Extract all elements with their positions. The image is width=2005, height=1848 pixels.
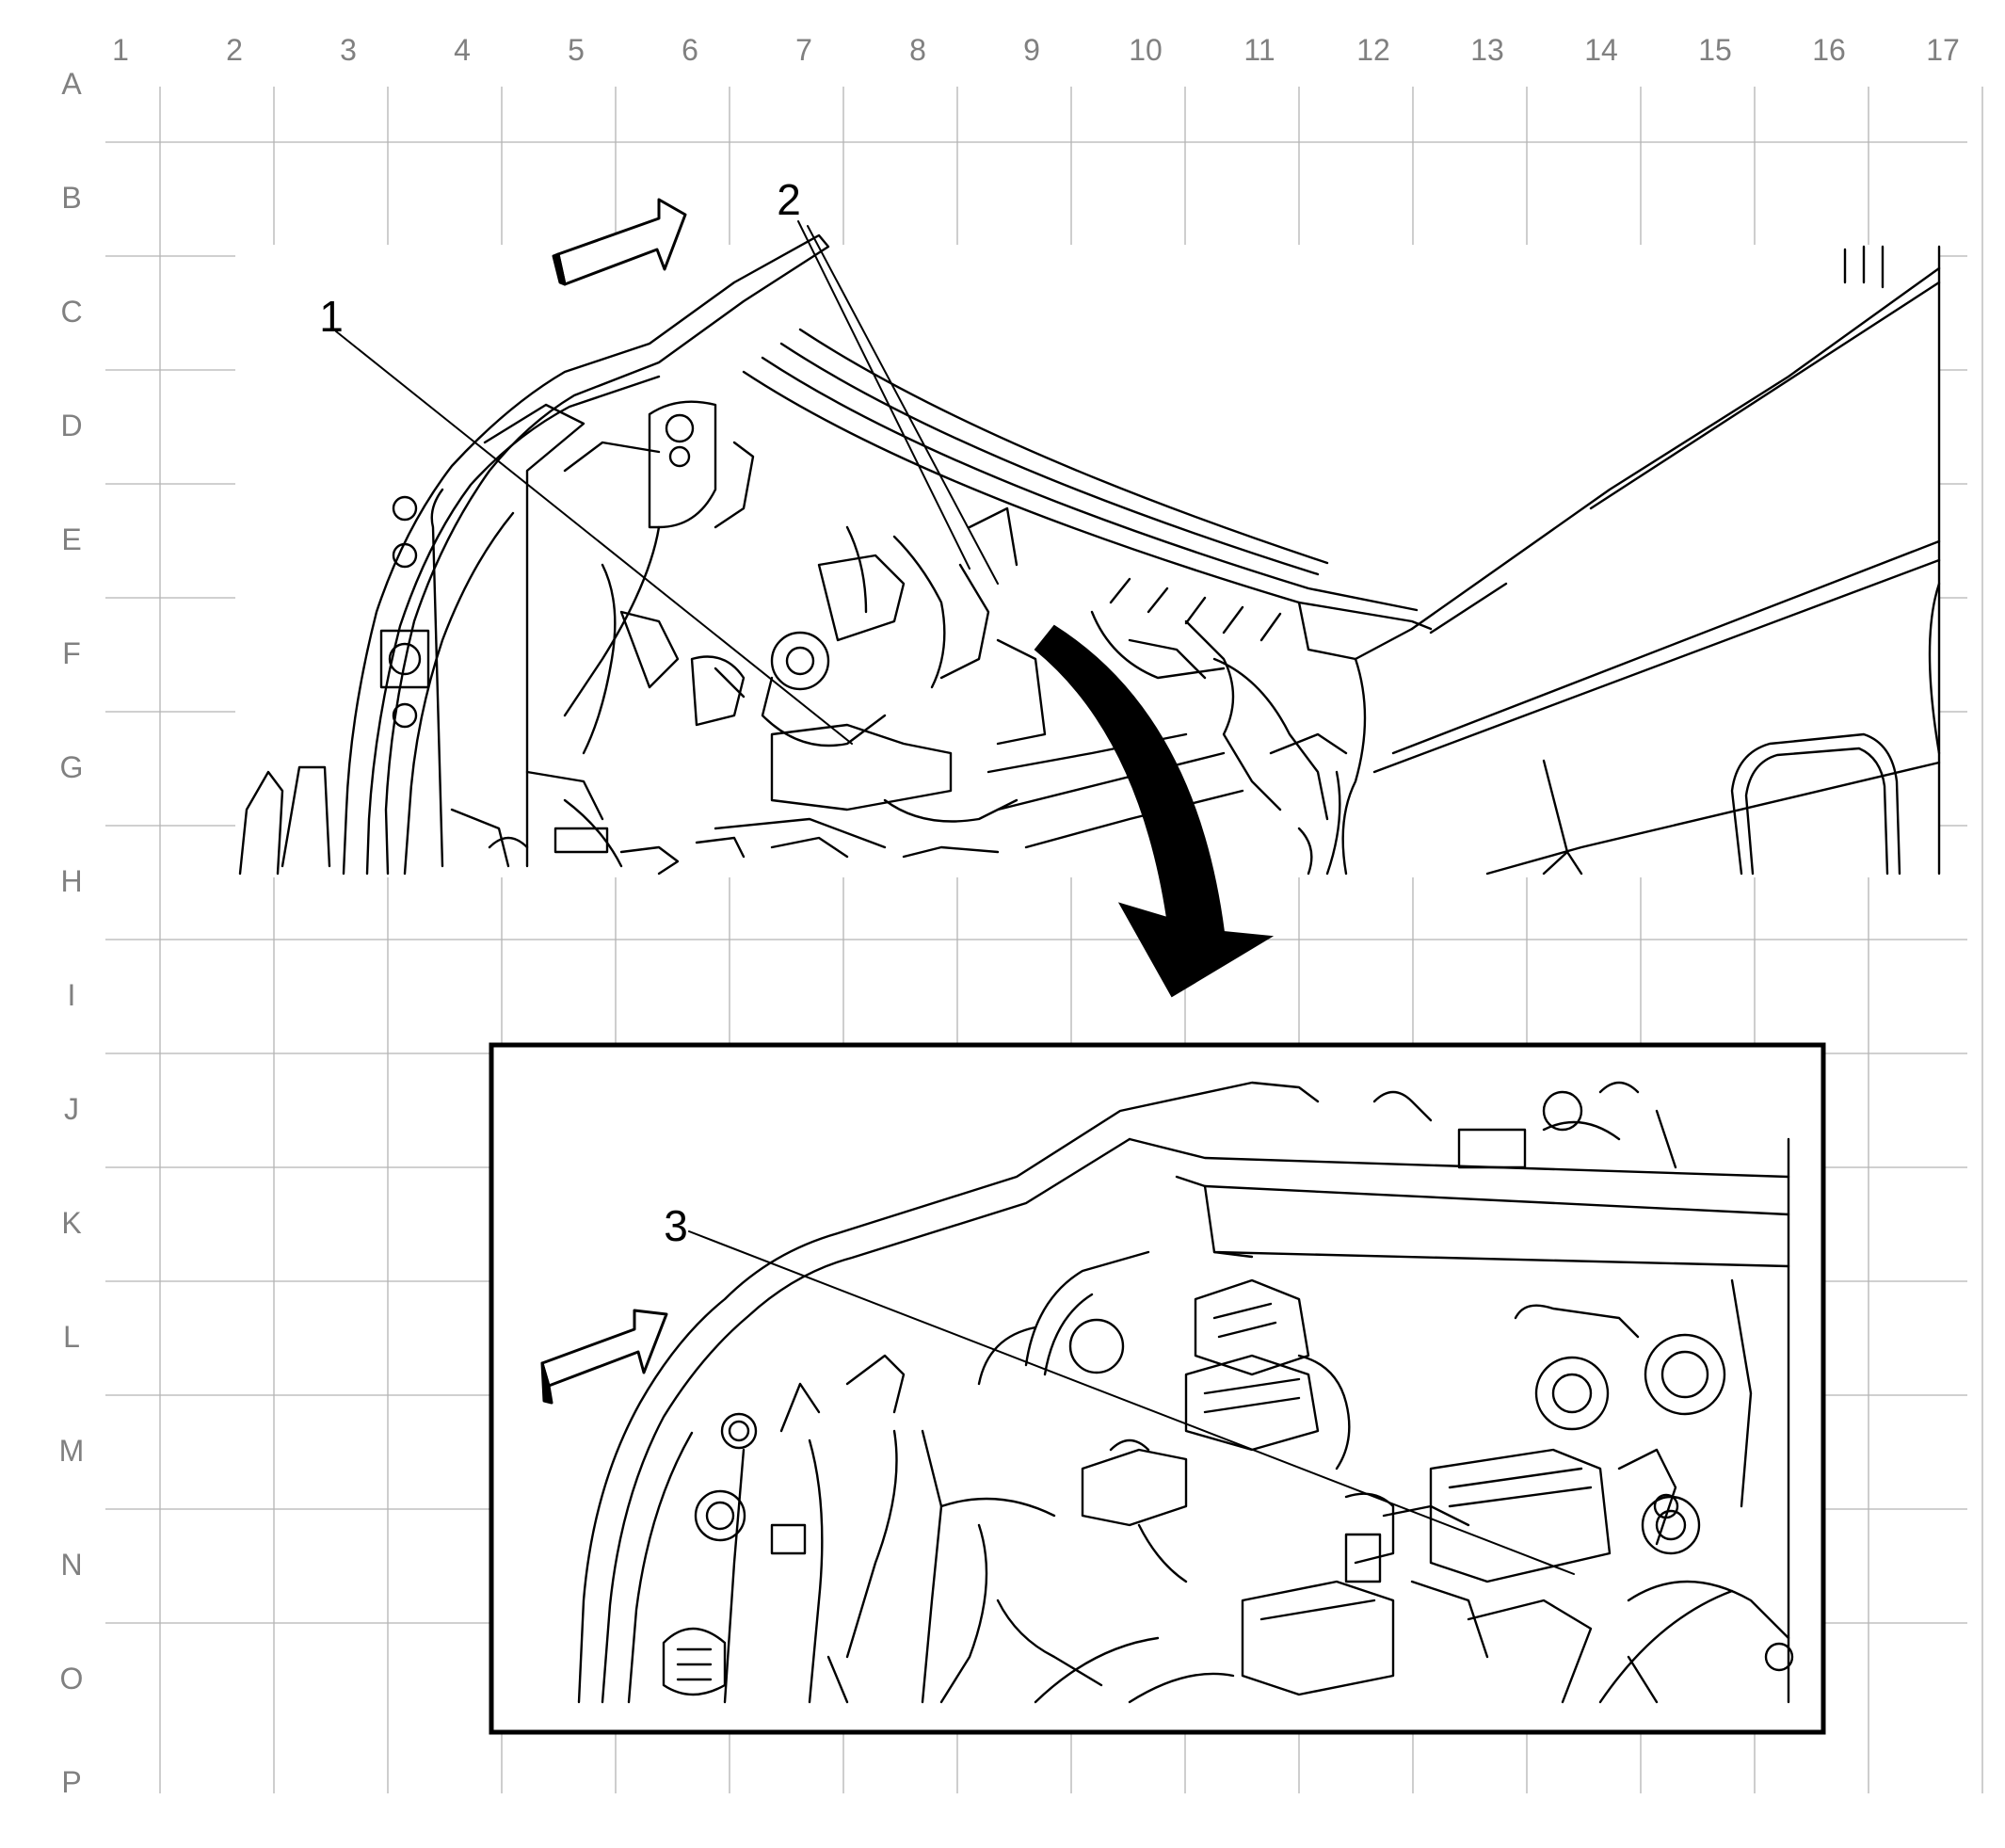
column-label: 7: [795, 33, 812, 67]
callout-3: 3: [664, 1201, 688, 1250]
column-label: 12: [1356, 33, 1390, 67]
column-label: 10: [1129, 33, 1163, 67]
leader-line-2b: [807, 225, 999, 585]
leader-line-3: [688, 1230, 1575, 1575]
column-label: 2: [226, 33, 243, 67]
column-label: 8: [909, 33, 926, 67]
row-label: L: [63, 1320, 80, 1354]
row-label: G: [60, 750, 84, 784]
column-label: 13: [1470, 33, 1504, 67]
row-labels: A B C D E F G H I J K L M N O P: [59, 67, 85, 1799]
column-label: 14: [1584, 33, 1618, 67]
engine-compartment-drawing: [238, 233, 1941, 876]
column-label: 17: [1926, 33, 1960, 67]
arrow-icon: [540, 1309, 668, 1405]
callout-2: 2: [777, 175, 801, 224]
row-label: P: [61, 1765, 81, 1799]
column-label: 1: [112, 33, 129, 67]
row-label: F: [62, 636, 81, 670]
row-label: O: [60, 1662, 84, 1695]
column-label: 15: [1698, 33, 1732, 67]
row-label: N: [60, 1548, 82, 1582]
row-label: K: [61, 1206, 81, 1240]
column-label: 4: [454, 33, 471, 67]
arrow-icon: [552, 198, 687, 286]
row-label: D: [60, 409, 82, 442]
row-label: B: [61, 181, 81, 215]
curved-arrow-icon: [1034, 624, 1275, 998]
top-view: [235, 233, 1941, 877]
detail-inset: [489, 1042, 1826, 1735]
column-label: 6: [682, 33, 698, 67]
leader-line-1: [335, 330, 853, 745]
row-label: H: [60, 864, 82, 898]
leader-line-2a: [797, 220, 970, 570]
callout-1: 1: [319, 292, 344, 341]
row-label: J: [64, 1092, 79, 1126]
column-label: 11: [1243, 33, 1275, 67]
row-label: C: [60, 295, 82, 329]
inset-drawing: [577, 1081, 1794, 1704]
column-label: 16: [1812, 33, 1846, 67]
column-label: 5: [568, 33, 585, 67]
row-label: A: [61, 67, 82, 101]
column-label: 9: [1023, 33, 1040, 67]
row-label: I: [68, 978, 76, 1012]
row-label: E: [61, 522, 81, 556]
row-label: M: [59, 1434, 85, 1468]
column-label: 3: [340, 33, 357, 67]
